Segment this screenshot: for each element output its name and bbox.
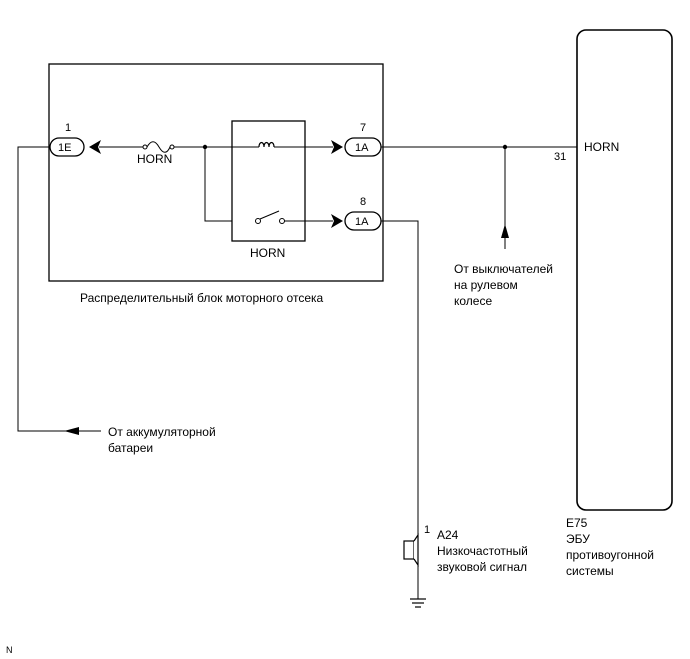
switches-label-line1: От выключателей (454, 262, 553, 276)
connector-1e-code: 1E (58, 142, 71, 154)
connector-8-pin: 8 (360, 196, 366, 208)
relay-label: HORN (250, 246, 285, 260)
junction-block-label: Распределительный блок моторного отсека (80, 291, 324, 305)
ecu-signal: HORN (584, 140, 619, 154)
junction-block-frame (48, 63, 384, 282)
horn-pin: 1 (424, 524, 430, 536)
connector-8-arrow-icon (331, 214, 343, 228)
ground-icon (410, 565, 426, 608)
ecu-pin: 31 (554, 151, 566, 163)
switch-arrow (501, 224, 509, 238)
battery-wire (17, 146, 101, 432)
relay-coil-icon (258, 141, 275, 148)
relay-box (231, 120, 306, 242)
connector-7-pin: 7 (360, 122, 366, 134)
footer-mark: N (6, 645, 13, 655)
ecu-label-line1: ЭБУ (566, 532, 590, 546)
fuse-label: HORN (137, 152, 172, 166)
switches-label-line2: на рулевом (454, 278, 518, 292)
battery-arrow (64, 427, 79, 435)
horn-code: A24 (437, 528, 459, 542)
battery-label-line2: батареи (108, 441, 153, 455)
ecu-block (576, 29, 673, 511)
horn-icon (403, 533, 419, 567)
ecu-label-line2: противоугонной (566, 548, 654, 562)
connector-7-arrow-icon (331, 140, 343, 154)
ecu-code: E75 (566, 516, 588, 530)
horn-label-line2: звуковой сигнал (437, 560, 527, 574)
fuse-icon (142, 141, 175, 153)
connector-1e-pin: 1 (65, 122, 71, 134)
connector-8-code: 1A (355, 216, 369, 228)
connector-7-code: 1A (355, 142, 369, 154)
connector-1e: 1 1E (49, 122, 101, 157)
relay-switch-icon (255, 210, 285, 224)
horn-label-line1: Низкочастотный (437, 544, 528, 558)
ecu-label-line3: системы (566, 564, 614, 578)
battery-label-line1: От аккумуляторной (108, 425, 216, 439)
switches-label-line3: колесе (454, 294, 492, 308)
connector-8-1a: 8 1A (331, 196, 382, 231)
connector-7-1a: 7 1A (331, 122, 382, 157)
connector-1e-arrow-icon (89, 140, 101, 154)
